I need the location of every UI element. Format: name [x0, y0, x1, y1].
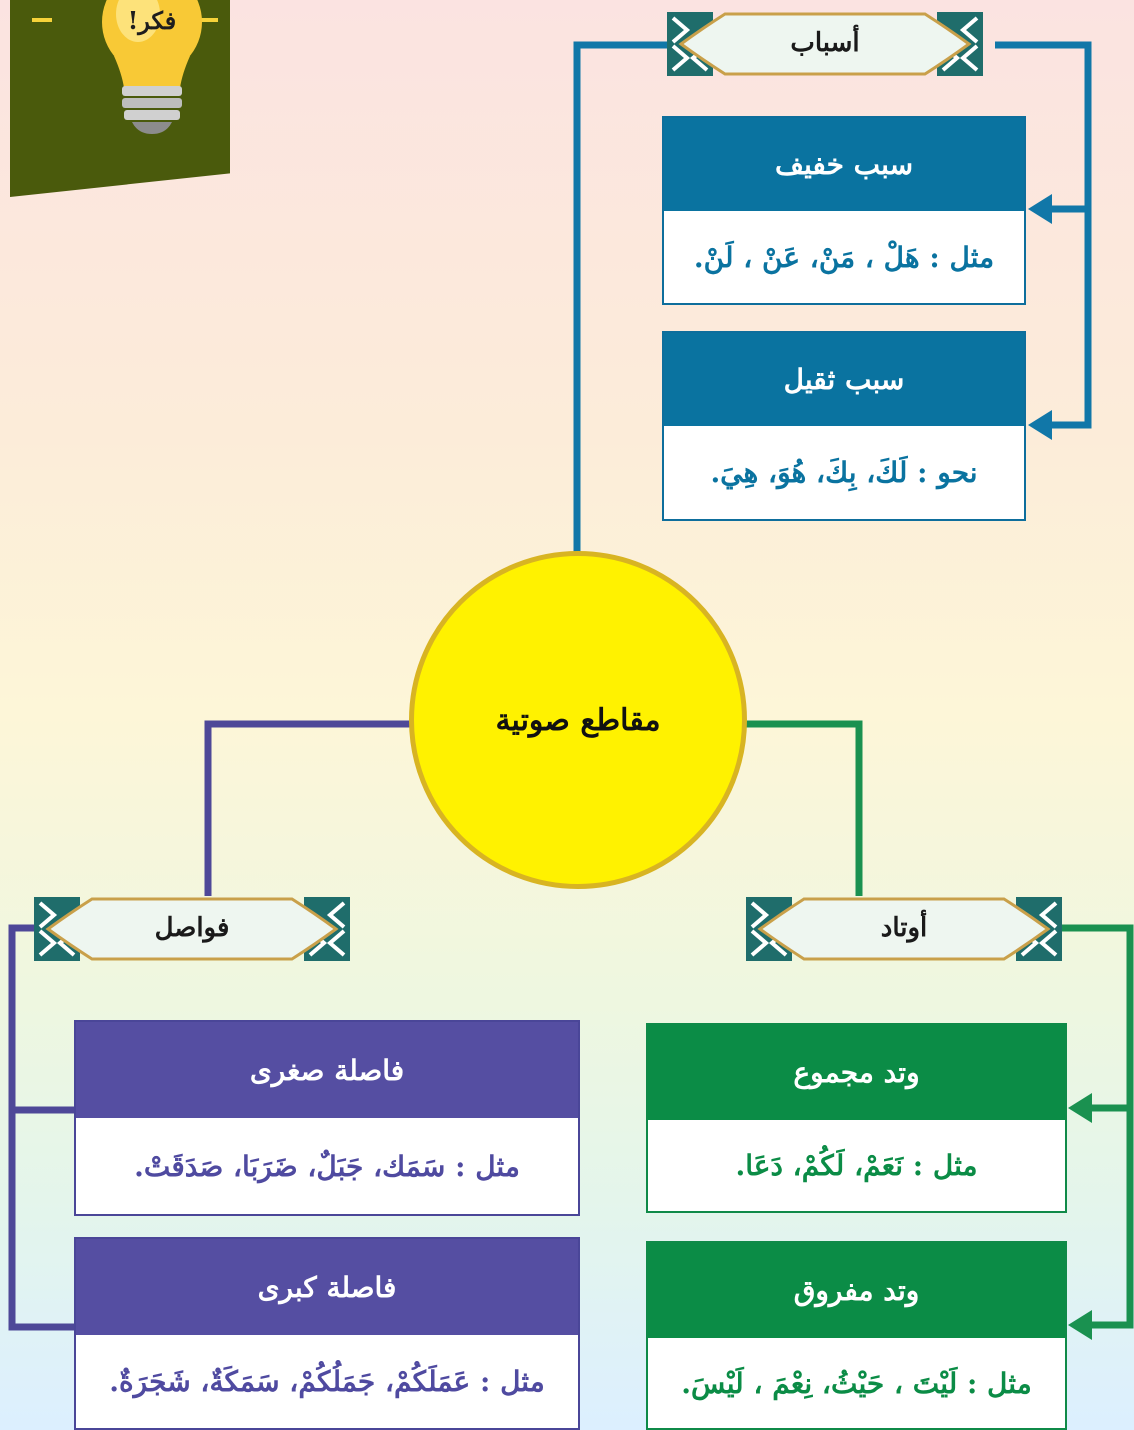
card-head: سبب ثقيل — [664, 333, 1024, 426]
card-body: مثل : نَعَمْ، لَكُمْ، دَعَا. — [648, 1120, 1065, 1211]
card-head: وتد مفروق — [648, 1243, 1065, 1338]
banner-frame-icon — [667, 12, 983, 76]
card-body: نحو : لَكَ، بِكَ، هُوَ، هِيَ. — [664, 426, 1024, 519]
banner-fawasil-title: فواصل — [154, 913, 230, 943]
center-node: مقاطع صوتية — [409, 551, 747, 889]
card-fasila-sughra: فاصلة صغرى مثل : سَمَك، جَبَلٌ، ضَرَبَا،… — [74, 1020, 580, 1216]
card-body: مثل : لَيْتَ ، حَيْثُ، نِعْمَ ، لَيْسَ. — [648, 1338, 1065, 1428]
banner-asbab-title: أسباب — [790, 28, 860, 58]
card-head: فاصلة صغرى — [76, 1022, 578, 1118]
connector-awtad-right — [1062, 924, 1134, 1329]
card-head: سبب خفيف — [664, 118, 1024, 211]
think-label: فكر! — [127, 6, 177, 35]
banner-asbab: أسباب — [665, 8, 985, 80]
connector-asbab-right — [995, 41, 1092, 429]
connector-awtad-top — [744, 720, 863, 896]
card-sabab-thaqil: سبب ثقيل نحو : لَكَ، بِكَ، هُوَ، هِيَ. — [662, 331, 1026, 521]
arrow-left-icon — [1068, 1093, 1092, 1123]
card-head: فاصلة كبرى — [76, 1239, 578, 1335]
connector-asbab-left — [573, 41, 700, 552]
arrow-left-icon — [1028, 194, 1052, 224]
banner-frame-icon — [746, 897, 1062, 961]
banner-awtad-title: أوتاد — [880, 913, 928, 943]
card-fasila-kubra: فاصلة كبرى مثل : عَمَلَكُمْ، جَمَلُكُمْ،… — [74, 1237, 580, 1430]
card-watad-majmu: وتد مجموع مثل : نَعَمْ، لَكُمْ، دَعَا. — [646, 1023, 1067, 1213]
card-watad-mafruq: وتد مفروق مثل : لَيْتَ ، حَيْثُ، نِعْمَ … — [646, 1241, 1067, 1430]
connector-fawasil-top — [204, 720, 410, 896]
banner-awtad: أوتاد — [744, 893, 1064, 965]
card-body: مثل : هَلْ ، مَنْ، عَنْ ، لَنْ. — [664, 211, 1024, 303]
think-badge: فكر! — [10, 0, 230, 197]
arrow-left-icon — [1028, 410, 1052, 440]
card-body: مثل : عَمَلَكُمْ، جَمَلُكُمْ، سَمَكَةٌ، … — [76, 1335, 578, 1428]
banner-frame-icon — [34, 897, 350, 961]
connector-fawasil-left — [8, 924, 76, 1331]
arrow-left-icon — [1068, 1310, 1092, 1340]
card-body: مثل : سَمَك، جَبَلٌ، ضَرَبَا، صَدَقَتْ. — [76, 1118, 578, 1214]
card-sabab-khafif: سبب خفيف مثل : هَلْ ، مَنْ، عَنْ ، لَنْ. — [662, 116, 1026, 305]
banner-fawasil: فواصل — [32, 893, 352, 965]
lightbulb-icon — [32, 0, 218, 134]
card-head: وتد مجموع — [648, 1025, 1065, 1120]
